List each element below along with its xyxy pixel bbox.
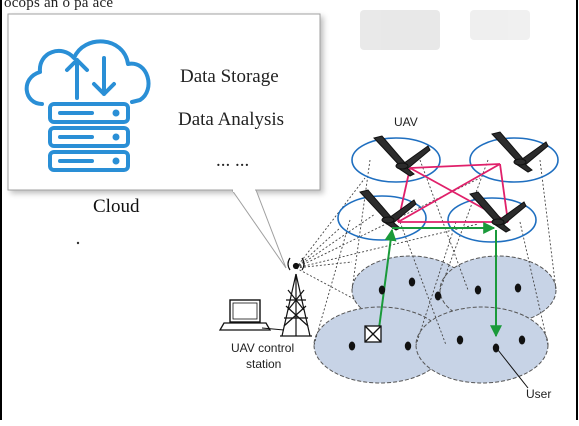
user-label: User <box>526 387 551 401</box>
cloud-server-icon <box>24 39 151 172</box>
ground-users <box>348 277 526 353</box>
cloud-label: Cloud <box>93 196 140 217</box>
cropped-header-text: ocops an o pa ace <box>4 0 114 11</box>
coverage-area <box>415 306 549 384</box>
user-dot <box>378 285 386 295</box>
user-dot <box>492 343 500 353</box>
user-dot <box>514 283 522 293</box>
laptop-icon <box>218 299 285 331</box>
relay-path <box>377 222 502 338</box>
uav-label: UAV <box>394 115 418 129</box>
user-dot <box>518 335 526 345</box>
user-terminal-icon <box>364 325 382 343</box>
uav-orbits <box>337 137 559 243</box>
user-dot <box>404 341 412 351</box>
radio-tower-icon <box>280 257 312 337</box>
user-dot <box>434 291 442 301</box>
cloud-item-more: ... ... <box>216 150 249 171</box>
user-dot <box>456 335 464 345</box>
uav-orbit <box>469 137 559 183</box>
cloud-item-data-analysis: Data Analysis <box>178 109 284 130</box>
stray-dot <box>76 241 80 245</box>
uav-icon <box>359 189 417 231</box>
uav-orbit <box>337 195 427 241</box>
coverage-areas <box>313 255 557 384</box>
uav-orbit <box>351 137 441 183</box>
faded-background <box>360 10 530 50</box>
user-pointer-line <box>497 349 529 389</box>
user-dot <box>474 285 482 295</box>
station-label-line2: station <box>246 357 281 371</box>
coverage-cones <box>295 159 557 346</box>
uav-orbit <box>447 197 537 243</box>
uav-icon <box>373 135 431 177</box>
station-label-line1: UAV control <box>231 341 294 355</box>
uav-icon <box>469 191 527 233</box>
user-dot <box>408 277 416 287</box>
uav-icon <box>491 131 549 173</box>
cloud-panel-pointer <box>231 189 287 269</box>
user-dot <box>348 341 356 351</box>
uav-drones <box>359 131 549 233</box>
cloud-item-data-storage: Data Storage <box>180 66 279 87</box>
cloud-panel: Data Storage Data Analysis ... ... <box>7 13 321 269</box>
